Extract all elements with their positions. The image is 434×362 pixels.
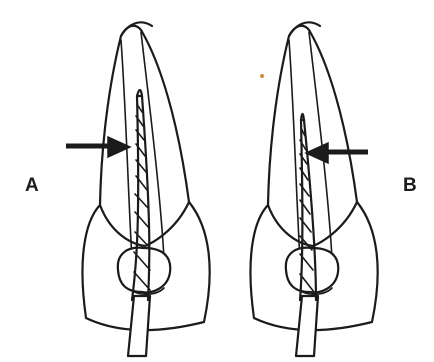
file-handle — [128, 296, 150, 356]
pulp-chamber — [118, 248, 170, 293]
file-tip — [137, 90, 142, 96]
panel-label-a: A — [25, 176, 39, 195]
panel-a — [66, 22, 210, 356]
file-handle — [296, 296, 318, 356]
stray-mark — [260, 74, 264, 78]
file-tip — [301, 114, 304, 120]
tooth-cross-section-icon — [250, 22, 377, 330]
panel-b — [250, 22, 377, 356]
panel-label-b: B — [403, 176, 417, 195]
